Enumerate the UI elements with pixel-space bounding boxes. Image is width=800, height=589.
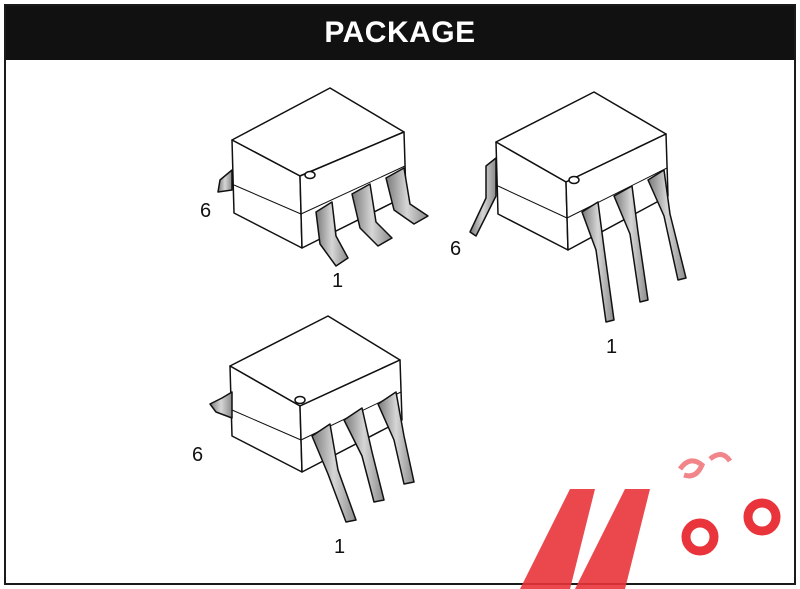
pin1-dot — [294, 395, 306, 405]
pin1-dot — [568, 175, 580, 185]
package-header: PACKAGE — [6, 6, 794, 60]
pin6-label-smd: 6 — [200, 200, 212, 222]
page-title: PACKAGE — [324, 16, 476, 49]
pin1-dot — [304, 170, 316, 180]
package-frame: PACKAGE — [4, 4, 796, 585]
pin1-label-dip: 1 — [606, 336, 618, 358]
pin1-label-smd: 1 — [332, 270, 344, 292]
package-dip — [469, 91, 687, 323]
package-wide — [209, 315, 415, 523]
package-smd — [217, 87, 429, 267]
pin6-label-wide: 6 — [192, 444, 204, 466]
pin6-label-dip: 6 — [450, 238, 462, 260]
pin1-label-wide: 1 — [334, 536, 346, 558]
